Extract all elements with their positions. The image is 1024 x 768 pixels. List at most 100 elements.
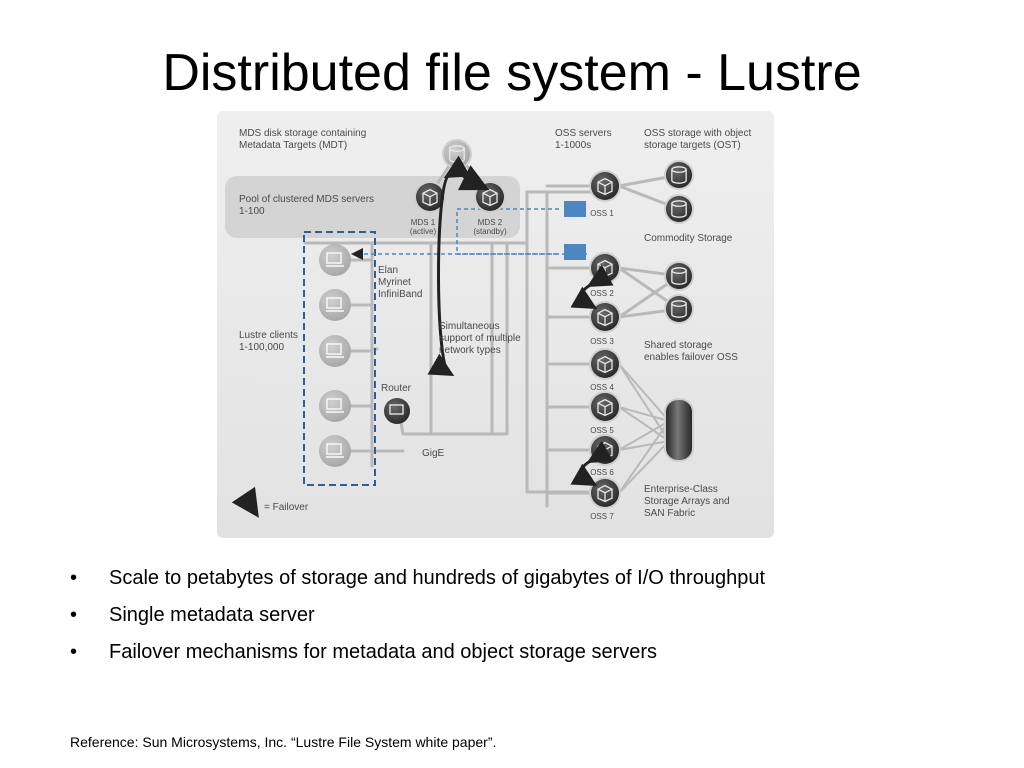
ost-disk-icon bbox=[664, 194, 694, 224]
mds1-label: MDS 1(active) bbox=[410, 218, 437, 236]
oss6-server-icon bbox=[589, 434, 621, 466]
oss7-label: OSS 7 bbox=[590, 512, 614, 521]
commodity-storage-label: Commodity Storage bbox=[644, 233, 733, 244]
enterprise-storage-label-line: Storage Arrays and bbox=[644, 496, 730, 507]
monitor-icon bbox=[326, 343, 342, 355]
mds-pool-label-line: Pool of clustered MDS servers bbox=[239, 194, 374, 205]
server-icon bbox=[597, 398, 613, 417]
bullet-item: Scale to petabytes of storage and hundre… bbox=[70, 560, 765, 597]
disk-icon-top bbox=[671, 267, 687, 274]
shared-storage-label-line: enables failover OSS bbox=[644, 352, 738, 363]
lustre-client-icon-4 bbox=[319, 390, 351, 422]
oss5-label: OSS 5 bbox=[590, 426, 614, 435]
bullet-item: Failover mechanisms for metadata and obj… bbox=[70, 634, 765, 671]
disk-icon-top bbox=[671, 200, 687, 207]
disk-icon bbox=[671, 270, 687, 285]
network-link bbox=[618, 440, 670, 494]
mds-storage-label-line: MDS disk storage containing bbox=[239, 128, 366, 139]
monitor-icon bbox=[326, 297, 342, 309]
simultaneous-label-line: network types bbox=[439, 345, 501, 356]
mds-storage-label-line: Metadata Targets (MDT) bbox=[239, 140, 347, 151]
reference-note: Reference: Sun Microsystems, Inc. “Lustr… bbox=[70, 734, 497, 750]
oss-servers-label-line: 1-1000s bbox=[555, 140, 591, 151]
router-icon bbox=[384, 398, 410, 424]
mds1-label-line: (active) bbox=[410, 227, 437, 236]
oss-servers-label-line: OSS servers bbox=[555, 128, 612, 139]
simultaneous-label-line: Simultaneous bbox=[439, 321, 500, 332]
network-link bbox=[618, 440, 670, 451]
oss1-label: OSS 1 bbox=[590, 209, 614, 218]
router-icon-glyph bbox=[389, 404, 404, 415]
client-body bbox=[319, 435, 351, 467]
mds2-label-line: MDS 2 bbox=[478, 218, 503, 227]
oss3-label: OSS 3 bbox=[590, 337, 614, 346]
oss6-label: OSS 6 bbox=[590, 468, 614, 477]
disk-body bbox=[666, 296, 692, 322]
monitor-icon bbox=[326, 252, 342, 264]
network-link bbox=[618, 406, 670, 422]
lustre-client-icon-2 bbox=[319, 289, 351, 321]
server-icon bbox=[597, 355, 613, 374]
server-icon bbox=[597, 308, 613, 327]
router-label-line: Router bbox=[381, 383, 412, 394]
disk-icon-top bbox=[449, 145, 465, 152]
mds-failover-arrow bbox=[457, 165, 490, 191]
oss4-label: OSS 4 bbox=[590, 383, 614, 392]
network-types-label-line: Elan bbox=[378, 265, 398, 276]
failover-clients-box bbox=[303, 231, 376, 486]
ost-target-square bbox=[564, 201, 586, 217]
mdt-disk-icon bbox=[442, 139, 472, 169]
disk-icon-top bbox=[671, 166, 687, 173]
simultaneous-label-line: support of multiple bbox=[439, 333, 521, 344]
slide-title: Distributed file system - Lustre bbox=[162, 44, 862, 102]
mds2-label-line: (standby) bbox=[473, 227, 507, 236]
disk-icon bbox=[671, 169, 687, 184]
disk-body bbox=[666, 196, 692, 222]
disk-icon-top bbox=[671, 300, 687, 307]
network-link bbox=[618, 420, 670, 494]
server-icon bbox=[597, 177, 613, 196]
oss2-label: OSS 2 bbox=[590, 289, 614, 298]
network-link bbox=[618, 363, 670, 422]
lustre-client-icon-3 bbox=[319, 335, 351, 367]
oss3-server-icon bbox=[589, 301, 621, 333]
mds-failover-arrow bbox=[427, 155, 471, 377]
disk-icon bbox=[671, 203, 687, 218]
lustre-client-icon-1 bbox=[319, 244, 351, 276]
client-body bbox=[319, 335, 351, 367]
shared-disk-icon bbox=[664, 261, 694, 291]
ost-target-square bbox=[564, 244, 586, 260]
disk-body bbox=[666, 263, 692, 289]
oss4-server-icon bbox=[589, 348, 621, 380]
client-body bbox=[319, 390, 351, 422]
gige-label-line: GigE bbox=[422, 448, 445, 459]
oss1-server-icon bbox=[589, 170, 621, 202]
oss-storage-label-line: OSS storage with object bbox=[644, 128, 751, 139]
server-icon bbox=[482, 188, 498, 207]
lustre-client-icon-5 bbox=[319, 435, 351, 467]
disk-icon bbox=[671, 303, 687, 318]
mds2-label: MDS 2(standby) bbox=[473, 218, 507, 236]
oss7-server-icon bbox=[589, 477, 621, 509]
oss2-server-icon bbox=[589, 252, 621, 284]
network-link bbox=[618, 363, 670, 442]
oss-failover-arrow bbox=[570, 264, 614, 309]
mds-pool-label-line: 1-100 bbox=[239, 206, 265, 217]
oss-storage-label-line: storage targets (OST) bbox=[644, 140, 741, 151]
network-types-label-line: InfiniBand bbox=[378, 289, 422, 300]
commodity-storage-label-line: Commodity Storage bbox=[644, 233, 733, 244]
storage-array-icon bbox=[664, 398, 694, 462]
mds1-label-line: MDS 1 bbox=[411, 218, 436, 227]
oss-failover-arrow bbox=[570, 440, 614, 486]
enterprise-storage-label-line: Enterprise-Class bbox=[644, 484, 718, 495]
bullet-list: Scale to petabytes of storage and hundre… bbox=[70, 560, 765, 671]
